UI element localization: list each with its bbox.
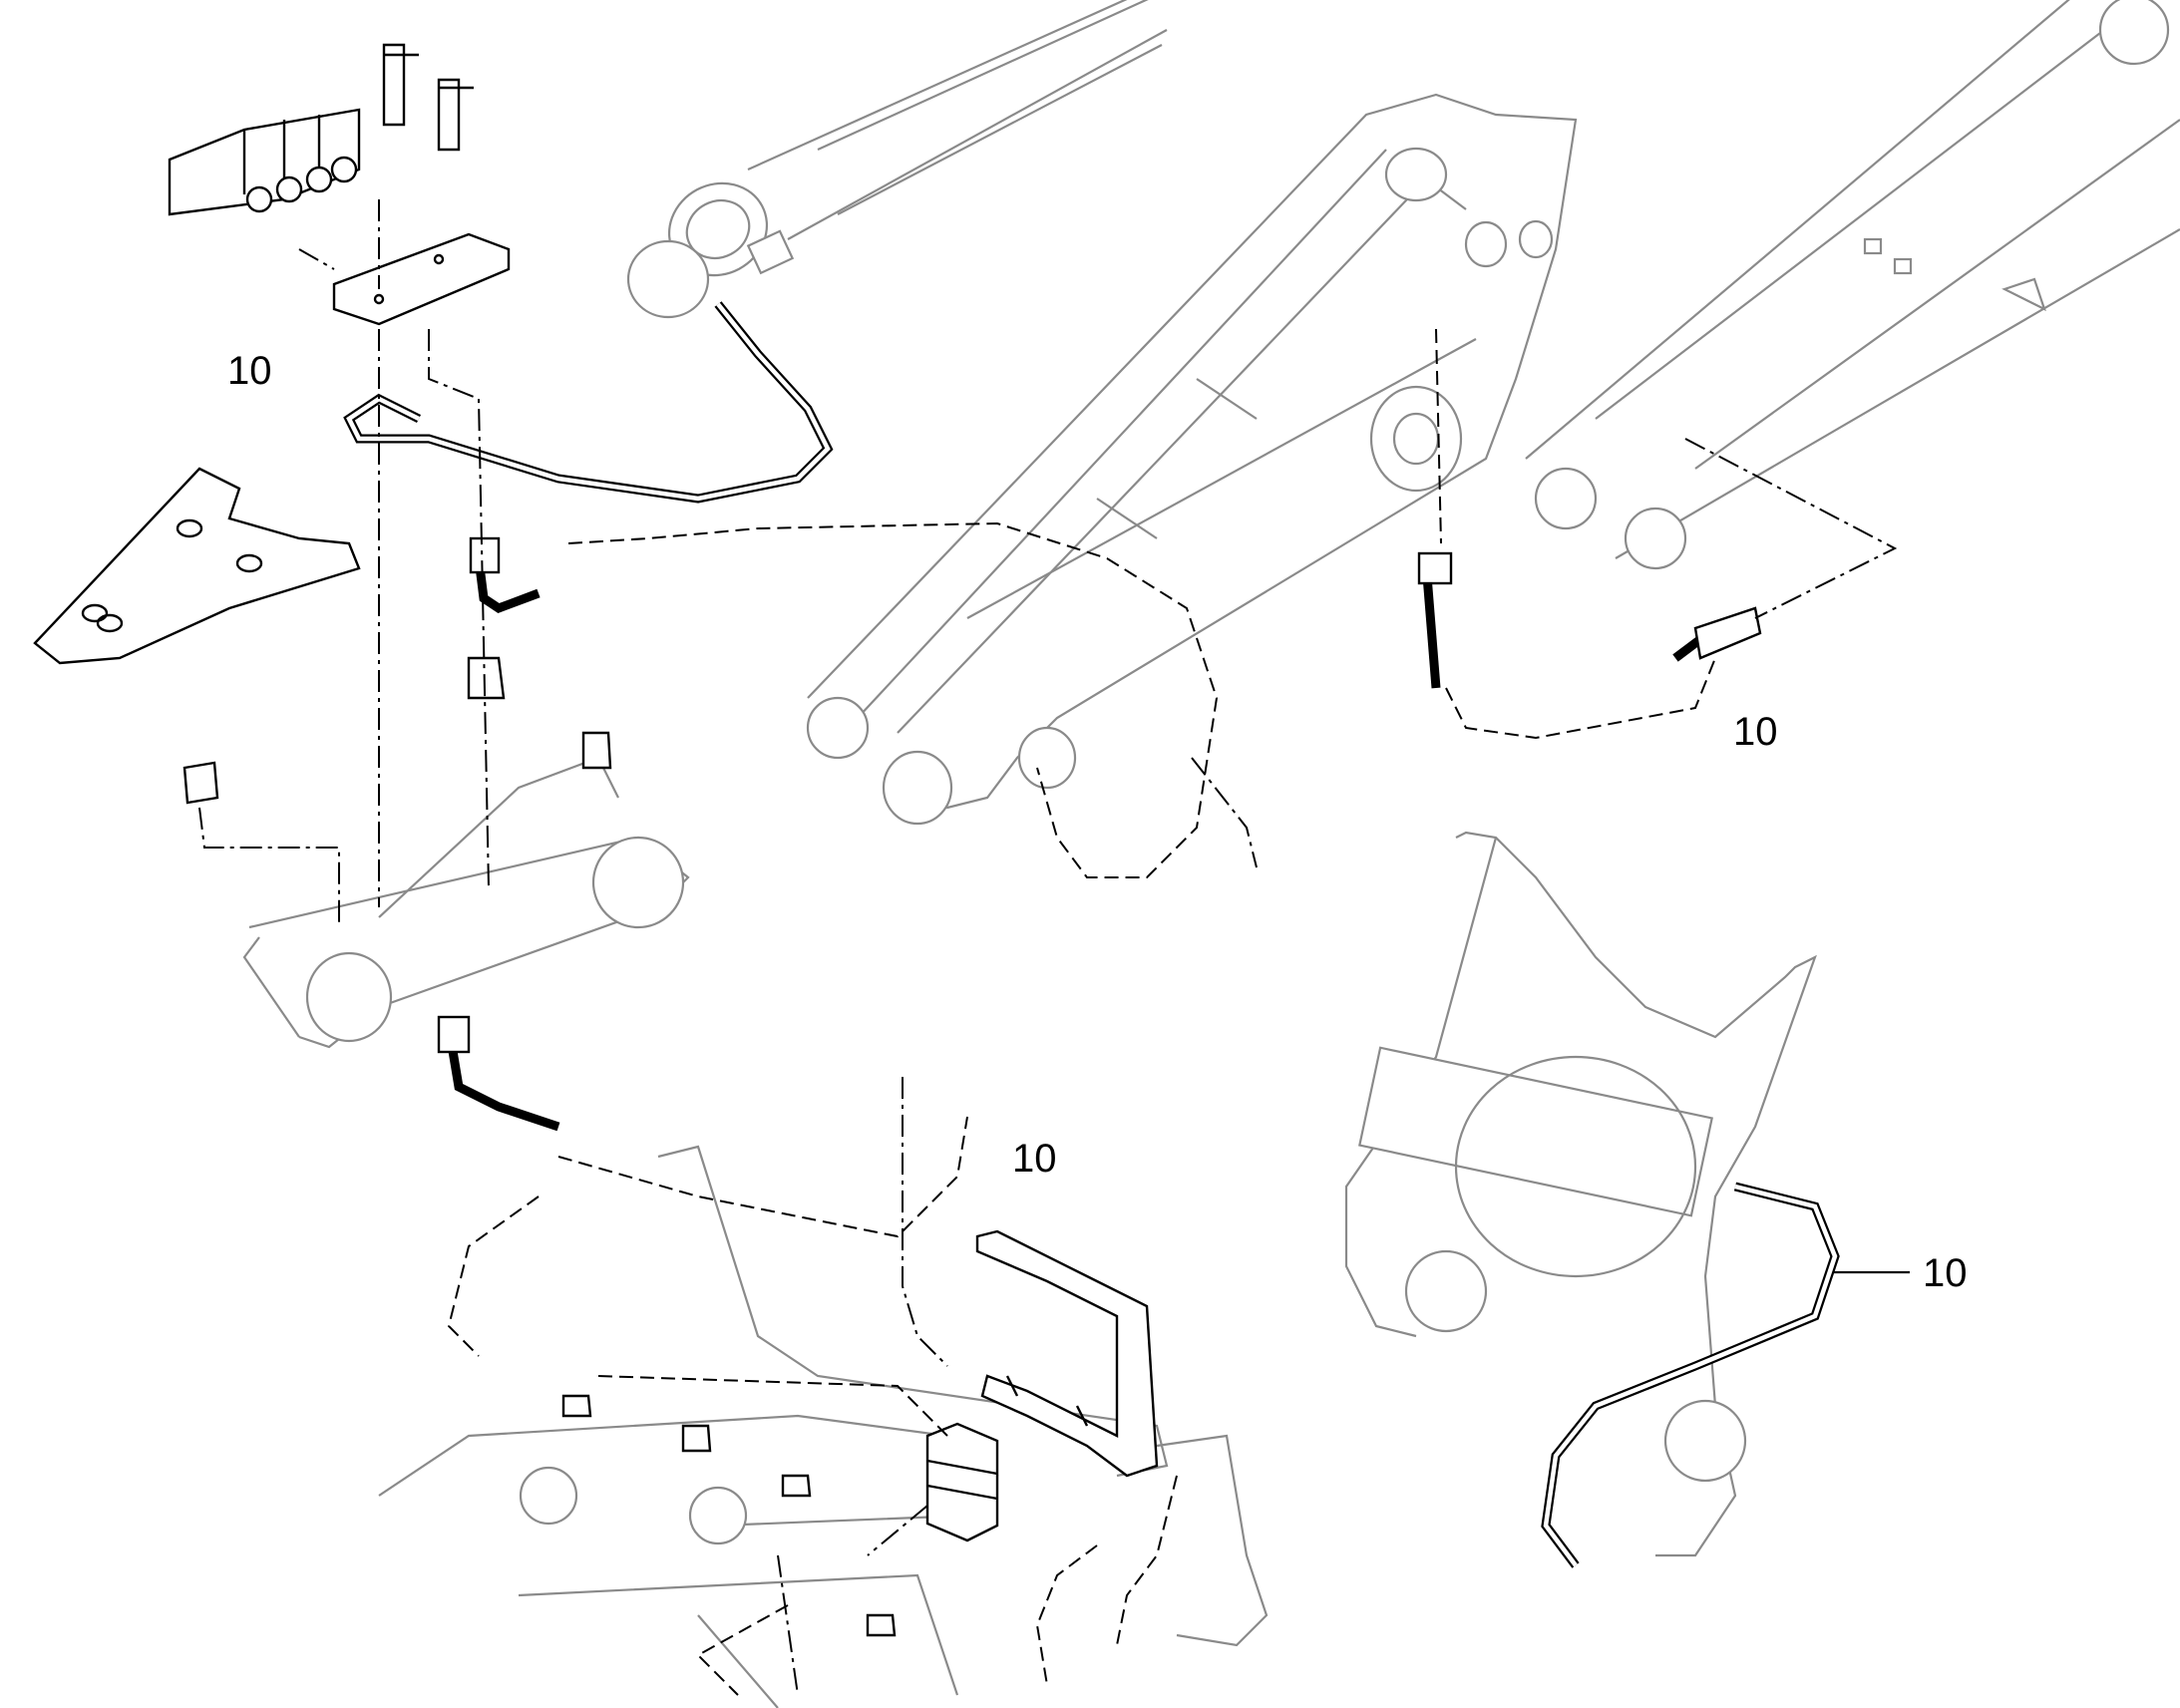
lower-distributor	[925, 1422, 999, 1542]
bucket-frame	[378, 1145, 1269, 1708]
lower-linkage	[242, 756, 690, 1049]
callout-label-center: 10	[1012, 1137, 1057, 1181]
right-boom	[1525, 0, 2180, 570]
mounting-plate	[332, 232, 511, 326]
support-bracket	[975, 1229, 1159, 1478]
grease-fittings	[182, 536, 1762, 1637]
callout-label-top-right: 10	[1733, 710, 1778, 754]
distributor-block	[168, 43, 474, 216]
callout-labels: 10 10 10 10	[227, 349, 1968, 1295]
callout-label-bottom-right: 10	[1923, 1251, 1968, 1295]
callout-label-top-left: 10	[227, 349, 272, 393]
guard-plate	[33, 467, 361, 665]
hydraulic-cylinder	[626, 0, 1168, 319]
reference-lines	[198, 199, 1898, 1696]
lube-hoses	[343, 301, 1840, 1568]
loader-frame	[1344, 831, 1817, 1557]
boom-arm	[806, 93, 1578, 826]
